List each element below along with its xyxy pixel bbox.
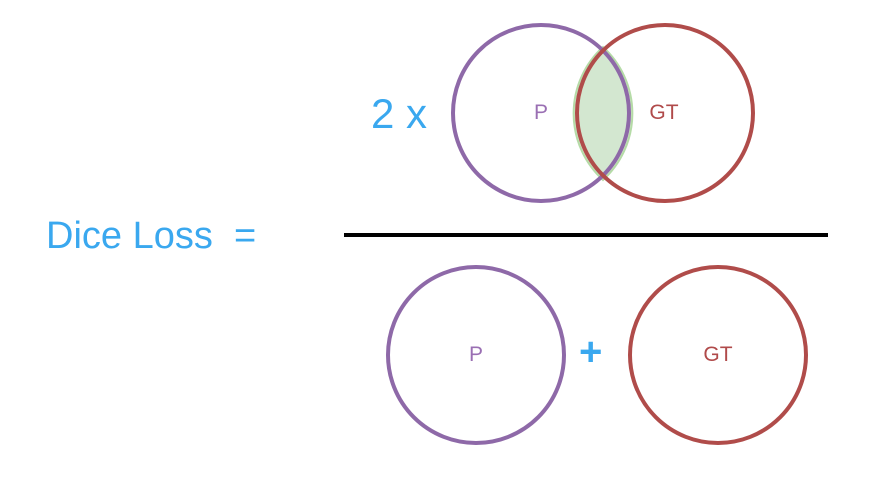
coefficient-label: 2 x <box>371 90 428 137</box>
denominator-gt-label: GT <box>703 343 733 366</box>
denominator-gt-circle <box>628 265 808 445</box>
numerator-p-circle <box>451 23 631 203</box>
numerator-gt-circle <box>575 23 755 203</box>
plus-operator: + <box>579 330 603 374</box>
numerator-p-label: P <box>533 101 549 124</box>
intersection-region <box>572 45 634 182</box>
denominator-p-label: P <box>468 343 484 366</box>
numerator-gt-label: GT <box>649 101 679 124</box>
equals-sign: = <box>233 215 257 257</box>
denominator-p-circle <box>386 265 566 445</box>
dice-loss-text: Dice Loss <box>46 215 213 257</box>
lhs-label: Dice Loss = <box>46 212 256 260</box>
